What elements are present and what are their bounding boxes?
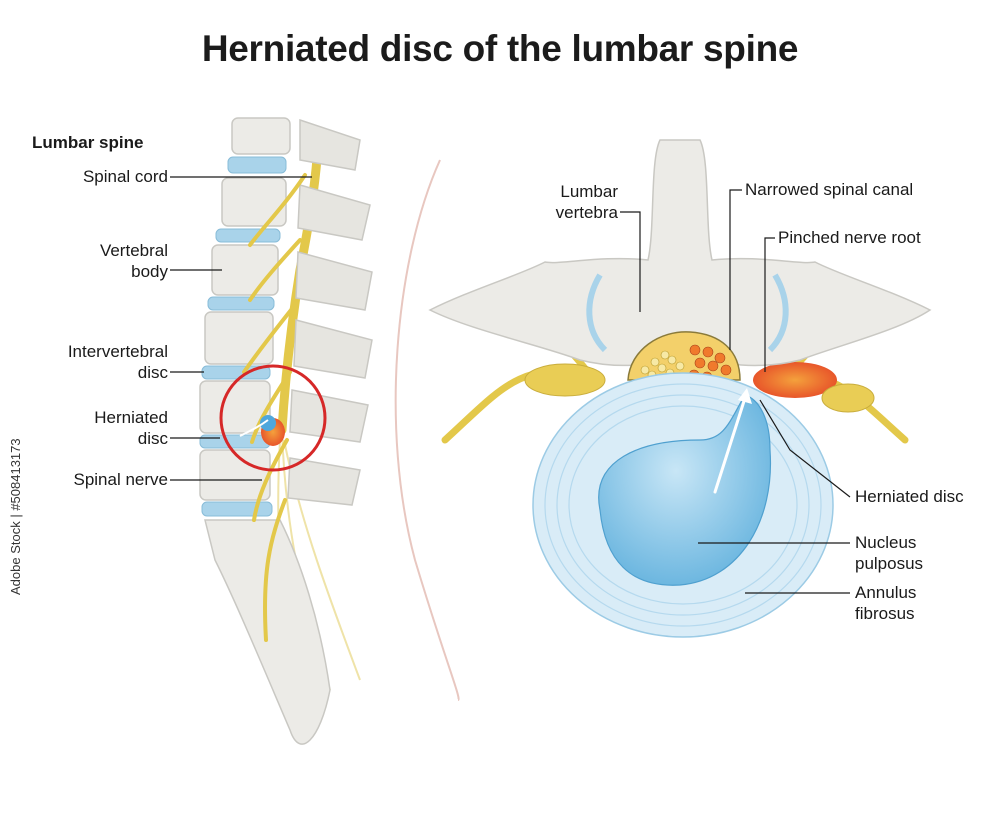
label-spinal-nerve: Spinal nerve [73,470,168,489]
posterior-processes [287,118,373,506]
right-nerve-ganglion [821,383,875,413]
label-intervertebral-disc-line1: Intervertebral [67,342,168,361]
lumbar-spine-side-view [170,117,373,745]
herniated-nucleus-side [260,415,276,431]
label-spinal-cord: Spinal cord [82,167,168,186]
label-pinched-nerve-root: Pinched nerve root [778,228,921,247]
left-facet [586,273,608,353]
pinched-nerve-root [753,362,837,398]
label-narrowed-spinal-canal: Narrowed spinal canal [745,180,914,199]
highlight-circle [219,364,327,472]
diagram-title: Herniated disc of the lumbar spine [201,28,799,69]
left-nerve-ganglion [524,363,606,397]
lumbar-spine-heading: Lumbar spine [32,133,144,152]
herniation-arrow [713,396,747,494]
lumbar-vertebra-axial-view [428,139,932,638]
herniation-arrowhead [738,388,752,404]
vertebra-4 [204,311,274,365]
right-leader-lines [620,189,851,594]
annulus-rings [544,383,822,627]
label-intervertebral-disc-line2: disc [137,363,168,382]
label-herniated-disc: Herniated disc [855,487,964,506]
label-lumbar-vertebra-line1: Lumbar [560,182,618,201]
herniation-arrow-side [239,419,269,437]
right-facet [767,273,789,353]
label-annulus-fibrosus-line2: fibrosus [855,604,915,623]
label-nucleus-pulposus-line1: Nucleus [855,533,917,552]
label-nucleus-pulposus-line2: pulposus [855,554,924,573]
nucleus-pulposus [598,394,772,586]
vertebra-1 [231,117,291,155]
label-herniated-disc-line1: Herniated [94,408,168,427]
label-vertebral-body-line1: Vertebral [99,241,168,260]
label-herniated-disc-line2: disc [137,429,168,448]
label-lumbar-vertebra-line2: vertebra [555,203,618,222]
stock-credit: Adobe Stock | #508413173 [8,438,23,595]
spinal-nerves [242,173,307,642]
back-outline [394,159,460,701]
label-annulus-fibrosus-line1: Annulus [855,583,917,602]
vertebra-2 [221,177,287,227]
left-leader-lines [170,176,312,481]
label-vertebral-body-line2: body [131,262,168,281]
